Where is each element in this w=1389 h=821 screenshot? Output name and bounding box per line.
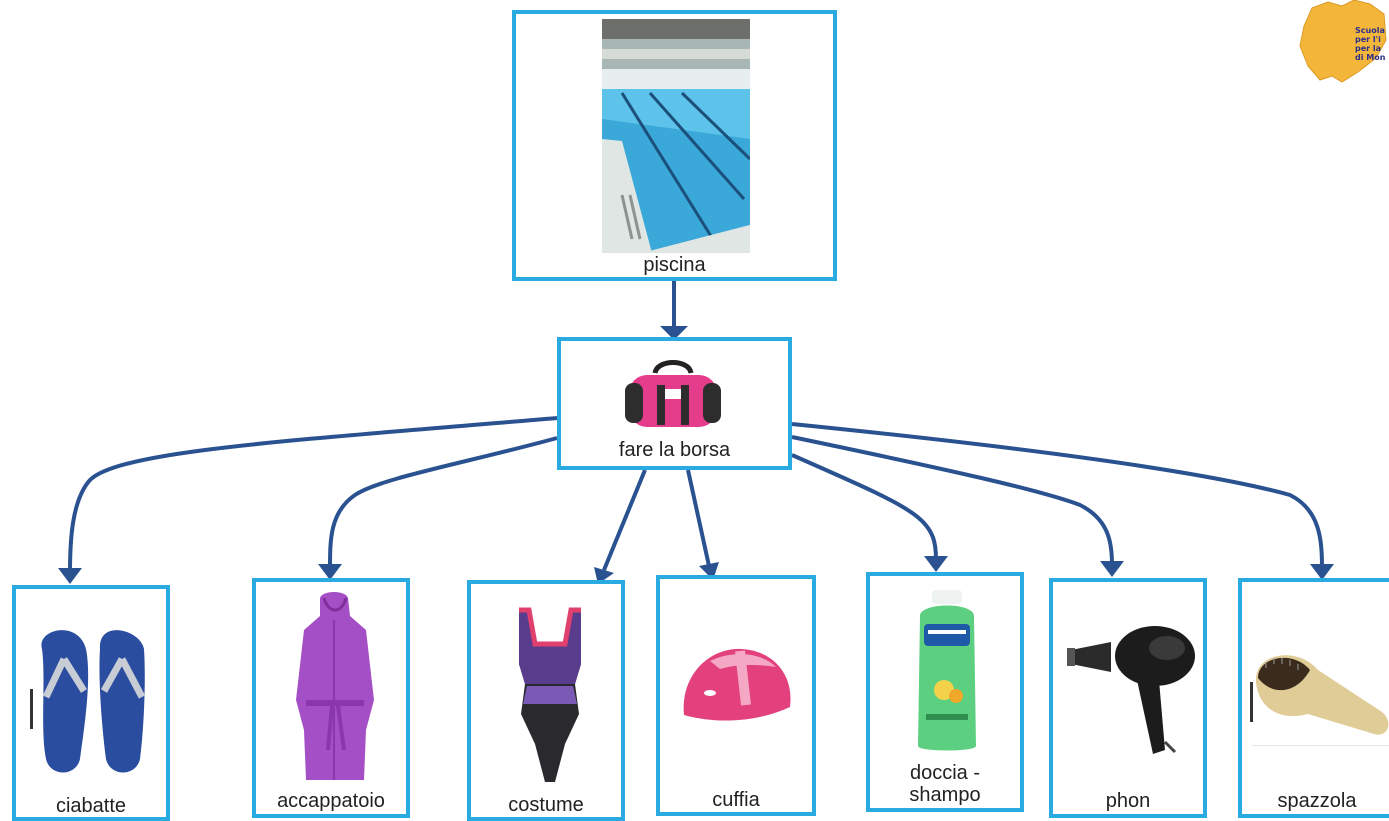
node-label: costume (508, 794, 584, 816)
node-label: cuffia (712, 789, 760, 811)
node-doccia-shampo: doccia - shampo (866, 572, 1024, 812)
arrow-hub-to-accappatoio (328, 436, 558, 569)
node-label: ciabatte (55, 795, 127, 817)
node-accappatoio: accappatoio (252, 578, 410, 818)
arrow-hub-to-phon (791, 435, 1114, 566)
sports-bag-icon (625, 360, 721, 427)
flip-flops-icon (30, 630, 146, 773)
swimsuit-icon (519, 607, 581, 782)
swimming-pool-photo (602, 19, 750, 253)
node-label: phon (1105, 790, 1151, 812)
node-fare-la-borsa: fare la borsa (557, 337, 792, 470)
arrow-hub-to-cuffia (686, 469, 711, 567)
node-piscina: piscina (512, 10, 837, 281)
shampoo-bottle-icon (918, 590, 976, 751)
node-phon: phon (1049, 578, 1207, 818)
school-logo: Scuola per l'i per la di Mon (1298, 0, 1389, 100)
arrow-hub-to-costume (602, 469, 647, 571)
logo-text: Scuola per l'i per la di Mon (1355, 26, 1386, 62)
node-spazzola: spazzola (1238, 578, 1389, 818)
node-label: doccia - shampo (909, 762, 981, 806)
hair-dryer-icon (1067, 626, 1195, 754)
arrow-hub-to-ciabatte (68, 416, 558, 573)
node-ciabatte: ciabatte (12, 585, 170, 821)
node-label: fare la borsa (618, 439, 731, 461)
swim-cap-icon (683, 648, 791, 721)
arrow-hub-to-spazzola (791, 422, 1324, 569)
node-label: piscina (643, 254, 706, 276)
hairbrush-icon (1250, 655, 1389, 746)
logo-map-icon (1299, 0, 1387, 83)
node-label: spazzola (1277, 790, 1357, 812)
arrow-hub-to-doccia (791, 453, 938, 561)
bathrobe-icon (296, 592, 374, 780)
node-cuffia: cuffia (656, 575, 816, 816)
node-label: accappatoio (277, 790, 385, 812)
node-costume: costume (467, 580, 625, 821)
